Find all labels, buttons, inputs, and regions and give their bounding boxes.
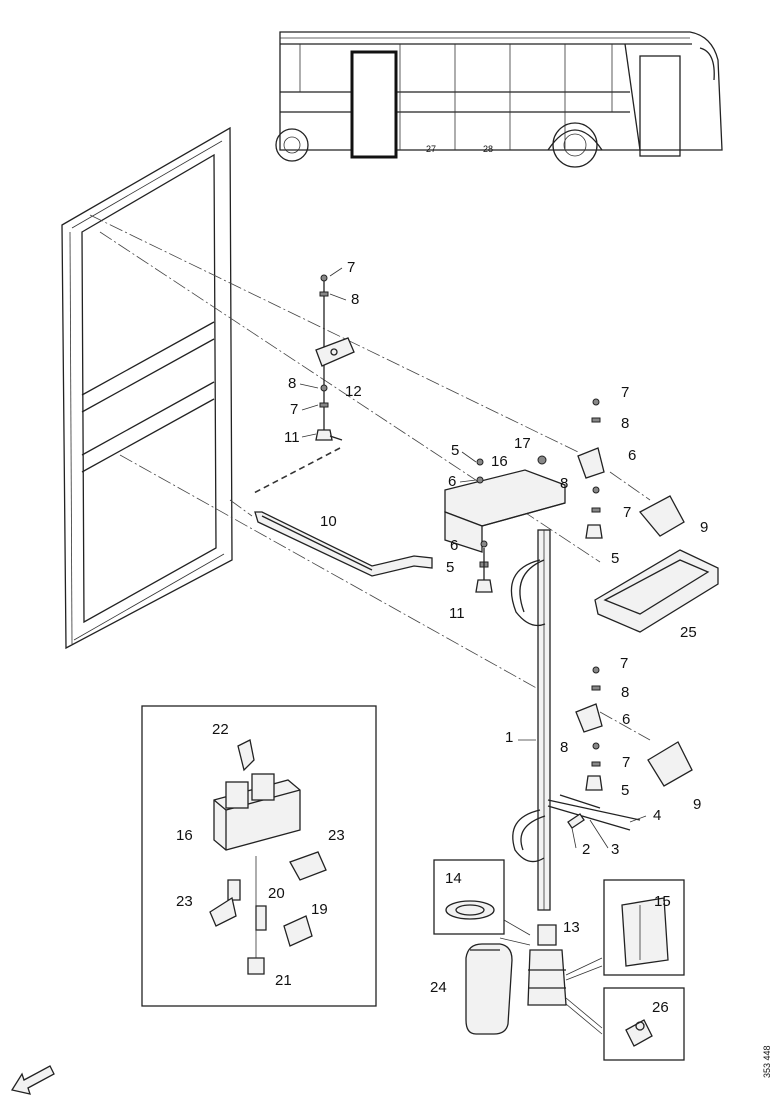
label-5: 5 bbox=[621, 782, 629, 799]
label-16: 16 bbox=[176, 827, 193, 844]
label-7: 7 bbox=[290, 401, 298, 418]
bracket-assembly bbox=[444, 398, 719, 633]
door-frame bbox=[61, 126, 233, 650]
bus-mark-27: 27 bbox=[426, 144, 436, 154]
label-21: 21 bbox=[275, 972, 292, 989]
label-8: 8 bbox=[560, 739, 568, 756]
label-3: 3 bbox=[611, 841, 619, 858]
label-2: 2 bbox=[582, 841, 590, 858]
label-6: 6 bbox=[622, 711, 630, 728]
label-7: 7 bbox=[621, 384, 629, 401]
label-7: 7 bbox=[622, 754, 630, 771]
inset-box-26 bbox=[603, 987, 685, 1061]
label-9: 9 bbox=[693, 796, 701, 813]
bus-mark-28: 28 bbox=[483, 144, 493, 154]
label-1: 1 bbox=[505, 729, 513, 746]
label-23: 23 bbox=[328, 827, 345, 844]
bus-illustration: 27 28 bbox=[275, 31, 723, 168]
label-25: 25 bbox=[680, 624, 697, 641]
label-19: 19 bbox=[311, 901, 328, 918]
label-7: 7 bbox=[623, 504, 631, 521]
label-8: 8 bbox=[351, 291, 359, 308]
inset-box-15 bbox=[603, 879, 685, 976]
label-7: 7 bbox=[347, 259, 355, 276]
arrow-icon bbox=[10, 1065, 55, 1095]
label-10: 10 bbox=[320, 513, 337, 530]
label-6: 6 bbox=[450, 537, 458, 554]
label-11: 11 bbox=[449, 605, 465, 622]
label-5: 5 bbox=[446, 559, 454, 576]
label-5: 5 bbox=[611, 550, 619, 567]
label-15: 15 bbox=[654, 893, 671, 910]
label-6: 6 bbox=[628, 447, 636, 464]
label-4: 4 bbox=[653, 807, 661, 824]
label-12: 12 bbox=[345, 383, 362, 400]
part-labels: 7 8 12 8 7 11 10 5 6 16 17 6 5 11 7 8 6 … bbox=[176, 259, 708, 1016]
label-8: 8 bbox=[560, 475, 568, 492]
main-shaft bbox=[465, 529, 693, 1035]
label-22: 22 bbox=[212, 721, 229, 738]
upper-left-assembly bbox=[251, 274, 433, 577]
label-26: 26 bbox=[652, 999, 669, 1016]
label-8: 8 bbox=[288, 375, 296, 392]
reference-code: 353 448 bbox=[762, 1045, 772, 1078]
label-14: 14 bbox=[445, 870, 462, 887]
label-leaders bbox=[299, 267, 647, 849]
inset-box-14 bbox=[433, 859, 531, 936]
label-23: 23 bbox=[176, 893, 193, 910]
label-8: 8 bbox=[621, 684, 629, 701]
label-6: 6 bbox=[448, 473, 456, 490]
leader-lines bbox=[89, 214, 651, 741]
label-16: 16 bbox=[491, 453, 508, 470]
label-17: 17 bbox=[514, 435, 531, 452]
valve-detail-box bbox=[141, 705, 377, 1007]
label-9: 9 bbox=[700, 519, 708, 536]
label-13: 13 bbox=[563, 919, 580, 936]
label-11: 11 bbox=[284, 429, 300, 446]
label-7: 7 bbox=[620, 655, 628, 672]
label-5: 5 bbox=[451, 442, 459, 459]
label-24: 24 bbox=[430, 979, 447, 996]
label-8: 8 bbox=[621, 415, 629, 432]
label-20: 20 bbox=[268, 885, 285, 902]
